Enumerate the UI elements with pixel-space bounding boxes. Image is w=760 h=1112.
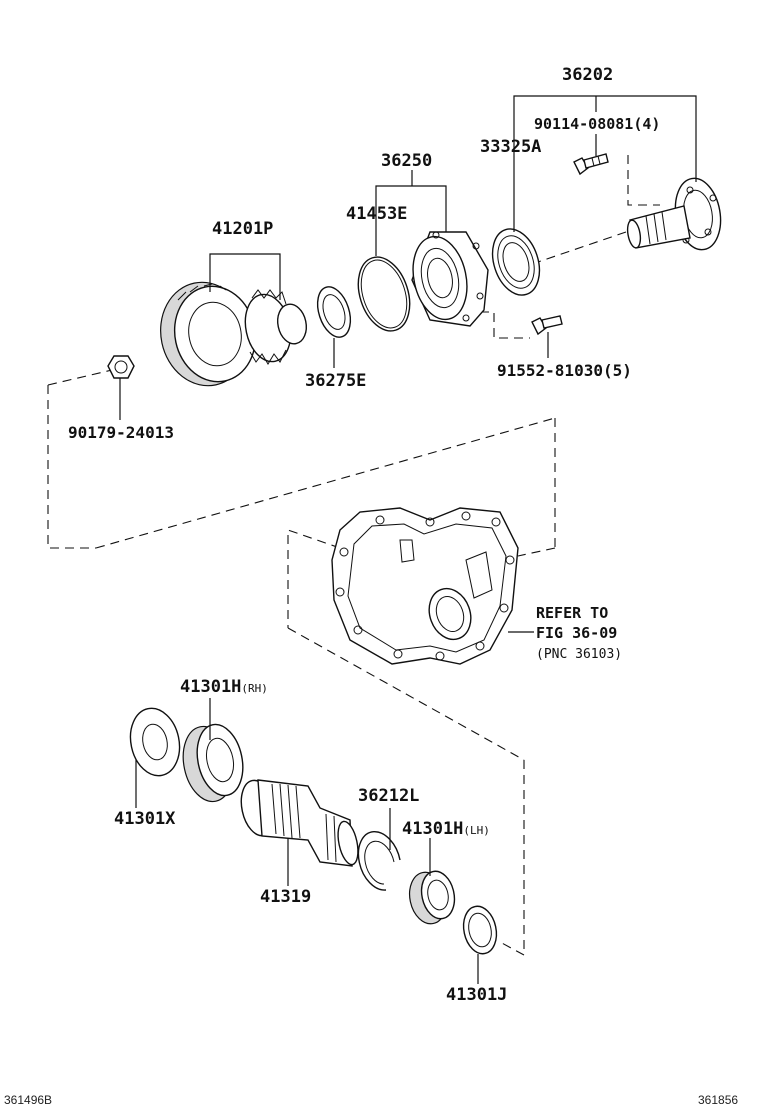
label-41301h-rh: 41301H(RH) [180,677,268,697]
corner-code-left: 361496B [4,1093,52,1107]
refer-line-1: REFER TO [536,604,608,622]
label-36250: 36250 [381,151,432,171]
differential-case-icon [160,281,257,387]
o-ring-41453e [357,256,411,332]
label-41453e: 41453E [346,204,407,224]
label-91552: 91552-81030(5) [497,361,632,380]
label-90114: 90114-08081(4) [534,115,660,133]
nut-90179 [107,355,135,379]
label-41319: 41319 [260,887,311,907]
corner-code-right: 361856 [698,1093,738,1107]
label-90179: 90179-24013 [68,423,174,442]
extension-housing-36250 [411,231,489,327]
washer-41301x [129,707,181,777]
label-rh-suffix: (RH) [241,682,268,695]
snap-ring-36212l [357,831,401,891]
seal-41301j [462,905,498,955]
label-36212l: 36212L [358,786,419,806]
side-gear-icon [244,289,308,365]
refer-line-2: FIG 36-09 [536,624,617,642]
transaxle-case [331,507,519,665]
part-labels: 36202 90114-08081(4) 36250 33325A 41453E… [4,65,738,1107]
oil-seal-33325a [491,228,541,296]
bolt-90114 [573,153,609,176]
refer-line-3: (PNC 36103) [536,647,622,662]
label-41201p: 41201P [212,219,273,239]
assembly-dash-lines [47,155,660,956]
leader-lines [119,95,697,984]
bearing-41301h-rh [182,723,244,803]
shim-36275e [316,286,352,338]
label-41301x: 41301X [114,809,176,829]
label-41301j: 41301J [446,985,507,1005]
label-41301h-lh-code: 41301H [402,819,463,839]
label-36275e: 36275E [305,371,366,391]
shaft-41319 [240,779,359,867]
bolt-91552 [531,315,563,336]
label-33325a: 33325A [480,137,541,157]
bearing-41301h-lh [408,870,456,925]
label-lh-suffix: (LH) [463,824,490,837]
label-36202: 36202 [562,65,613,85]
label-41301h-lh: 41301H(LH) [402,819,490,839]
flange-36202 [626,177,722,251]
label-41301h-rh-code: 41301H [180,677,241,697]
